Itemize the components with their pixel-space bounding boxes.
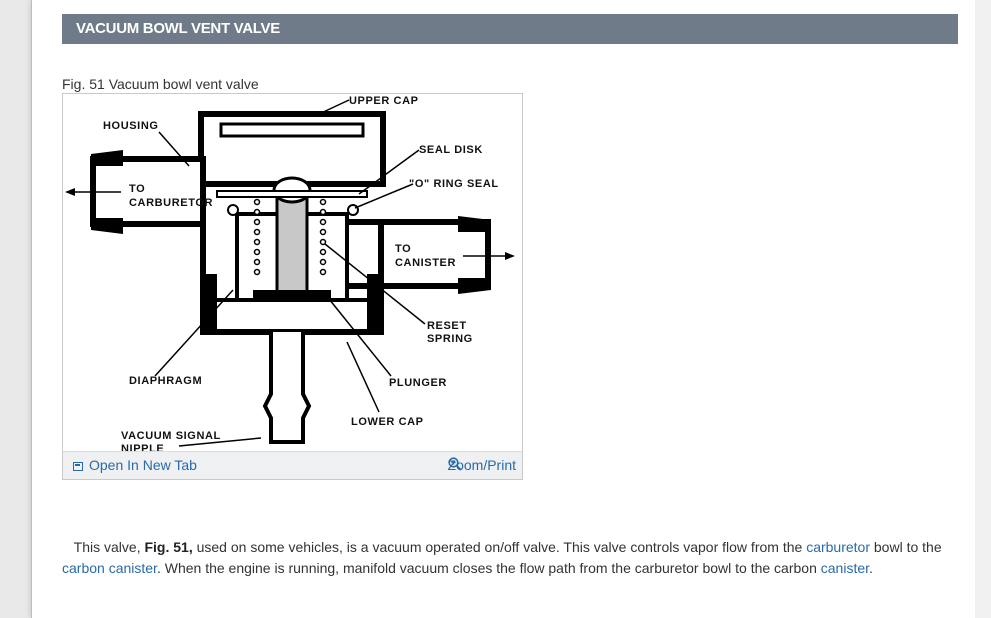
body-text-4: . When the engine is running, manifold v… <box>156 560 821 576</box>
arrow-head-left <box>65 188 75 196</box>
open-in-new-tab-link[interactable]: Open In New Tab <box>73 457 197 473</box>
arrow-head-right <box>505 252 515 260</box>
body-text-2: used on some vehicles, is a vacuum opera… <box>192 539 807 555</box>
body-text-1: This valve, <box>73 539 145 555</box>
body-wall-right <box>367 274 381 332</box>
label-spring: SPRING <box>427 333 473 345</box>
canister-tube-flare-bottom <box>458 278 491 294</box>
label-housing: HOUSING <box>103 120 159 132</box>
label-to-carburetor-1: TO <box>129 183 145 195</box>
label-seal-disk: SEAL DISK <box>419 144 483 156</box>
canister-tube-flare-top <box>458 216 491 232</box>
carbon-canister-link[interactable]: carbon canister <box>62 560 157 576</box>
body-text-5: . <box>869 560 873 576</box>
leader-lines <box>154 99 426 447</box>
carburetor-tube-flare-bottom <box>91 218 123 234</box>
figure-reference: Fig. 51, <box>144 539 193 555</box>
label-nipple: NIPPLE <box>121 443 164 451</box>
canister-link[interactable]: canister <box>820 560 870 576</box>
scrollbar-gutter[interactable] <box>975 0 991 618</box>
label-vacuum-signal: VACUUM SIGNAL <box>121 430 221 442</box>
upper-cap-inner <box>219 122 365 138</box>
figure-container: UPPER CAP HOUSING SEAL DISK "O" RING SEA… <box>62 93 523 480</box>
plunger-stem <box>275 192 309 300</box>
reset-spring-right <box>319 198 327 276</box>
new-tab-icon <box>73 462 83 471</box>
open-in-new-tab-label: Open In New Tab <box>89 457 197 473</box>
label-diaphragm: DIAPHRAGM <box>129 375 202 387</box>
figure-caption: Fig. 51 Vacuum bowl vent valve <box>62 76 259 92</box>
o-ring-left <box>227 204 239 216</box>
label-plunger: PLUNGER <box>389 377 447 389</box>
label-canister: CANISTER <box>395 257 456 269</box>
seal-disk <box>216 190 368 198</box>
reset-spring-left <box>253 198 261 276</box>
label-to-canister-1: TO <box>395 243 411 255</box>
vacuum-bowl-vent-valve-diagram: UPPER CAP HOUSING SEAL DISK "O" RING SEA… <box>65 95 515 451</box>
o-ring-right <box>347 204 359 216</box>
section-header: VACUUM BOWL VENT VALVE <box>62 14 958 44</box>
figure-toolbar: Open In New Tab Zoom/Print <box>63 451 522 479</box>
body-wall-left <box>203 274 217 332</box>
label-carburetor: CARBURETOR <box>129 197 213 209</box>
label-o-ring-seal: "O" RING SEAL <box>409 178 499 190</box>
carburetor-link[interactable]: carburetor <box>806 539 870 555</box>
lower-cap-nipple <box>262 332 312 444</box>
body-text-3: bowl to the <box>870 539 942 555</box>
plunger-base <box>253 290 331 300</box>
label-upper-cap: UPPER CAP <box>349 95 419 107</box>
label-lower-cap: LOWER CAP <box>351 416 424 428</box>
label-reset: RESET <box>427 320 467 332</box>
zoom-icon <box>447 457 462 471</box>
body-paragraph: This valve, Fig. 51, used on some vehicl… <box>62 537 962 579</box>
carburetor-tube-flare-top <box>91 150 123 166</box>
zoom-print-link[interactable]: Zoom/Print <box>448 457 516 473</box>
zoom-print-label: Zoom/Print <box>447 457 516 473</box>
